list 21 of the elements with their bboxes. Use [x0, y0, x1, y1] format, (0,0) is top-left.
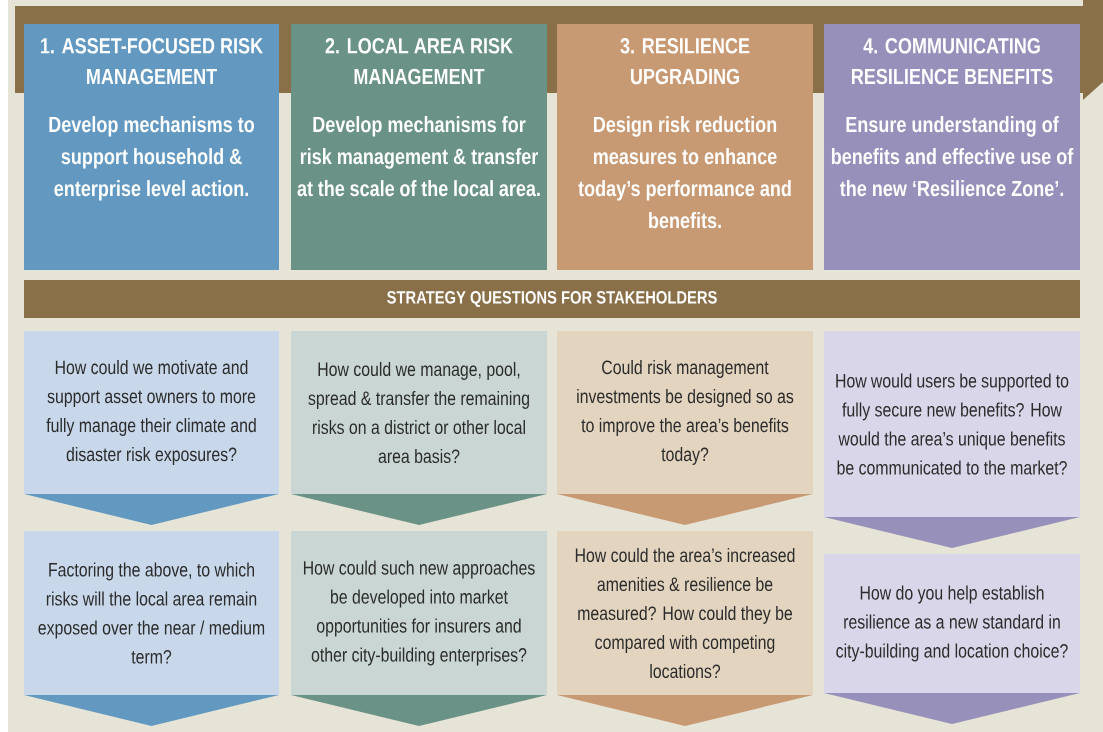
question-box: How could we motivate and support asset owners to more fully manage their climate and disaster risk exposures?: [24, 331, 279, 494]
chevron-arrow: [291, 695, 547, 726]
question-box: How could we manage, pool, spread & transfer the remaining risks on a district or other local area basis?: [291, 331, 547, 494]
question-box: Could risk management investments be designed so as to improve the area’s benefits today?: [557, 331, 813, 494]
chevron-arrow: [824, 693, 1080, 724]
chevron-arrow: [557, 494, 813, 525]
chevron-arrow: [24, 695, 279, 726]
question-box: Factoring the above, to which risks will the local area remain exposed over the near / medium term?: [24, 531, 279, 695]
stage-box: 3. RESILIENCE UPGRADING Design risk reduction measures to enhance today’s performance and benefits.: [557, 24, 813, 270]
stage-box: 4. COMMUNICATING RESILIENCE BENEFITS Ensure understanding of benefits and effective use of the new ‘Resilience Zone’.: [824, 24, 1080, 270]
heading-band: STRATEGY QUESTIONS FOR STAKEHOLDERS: [24, 280, 1080, 318]
chevron-arrow: [291, 494, 547, 525]
question-box: How do you help establish resilience as a new standard in city-building and location choice?: [824, 554, 1080, 693]
question-box: How could the area’s increased amenities & resilience be measured? How could they be compared with competing locations?: [557, 531, 813, 695]
chevron-arrow: [24, 494, 279, 525]
stage-box: 1. ASSET-FOCUSED RISK MANAGEMENT Develop mechanisms to support household & enterprise level action.: [24, 24, 279, 270]
chevron-arrow: [824, 517, 1080, 548]
question-box: How could such new approaches be developed into market opportunities for insurers and other city-building enterprises?: [291, 531, 547, 695]
stage-box: 2. LOCAL AREA RISK MANAGEMENT Develop mechanisms for risk management & transfer at the scale of the local area.: [291, 24, 547, 270]
question-box: How would users be supported to fully secure new benefits? How would the area’s unique benefits be communicated to the market?: [824, 331, 1080, 517]
chevron-arrow: [557, 695, 813, 726]
